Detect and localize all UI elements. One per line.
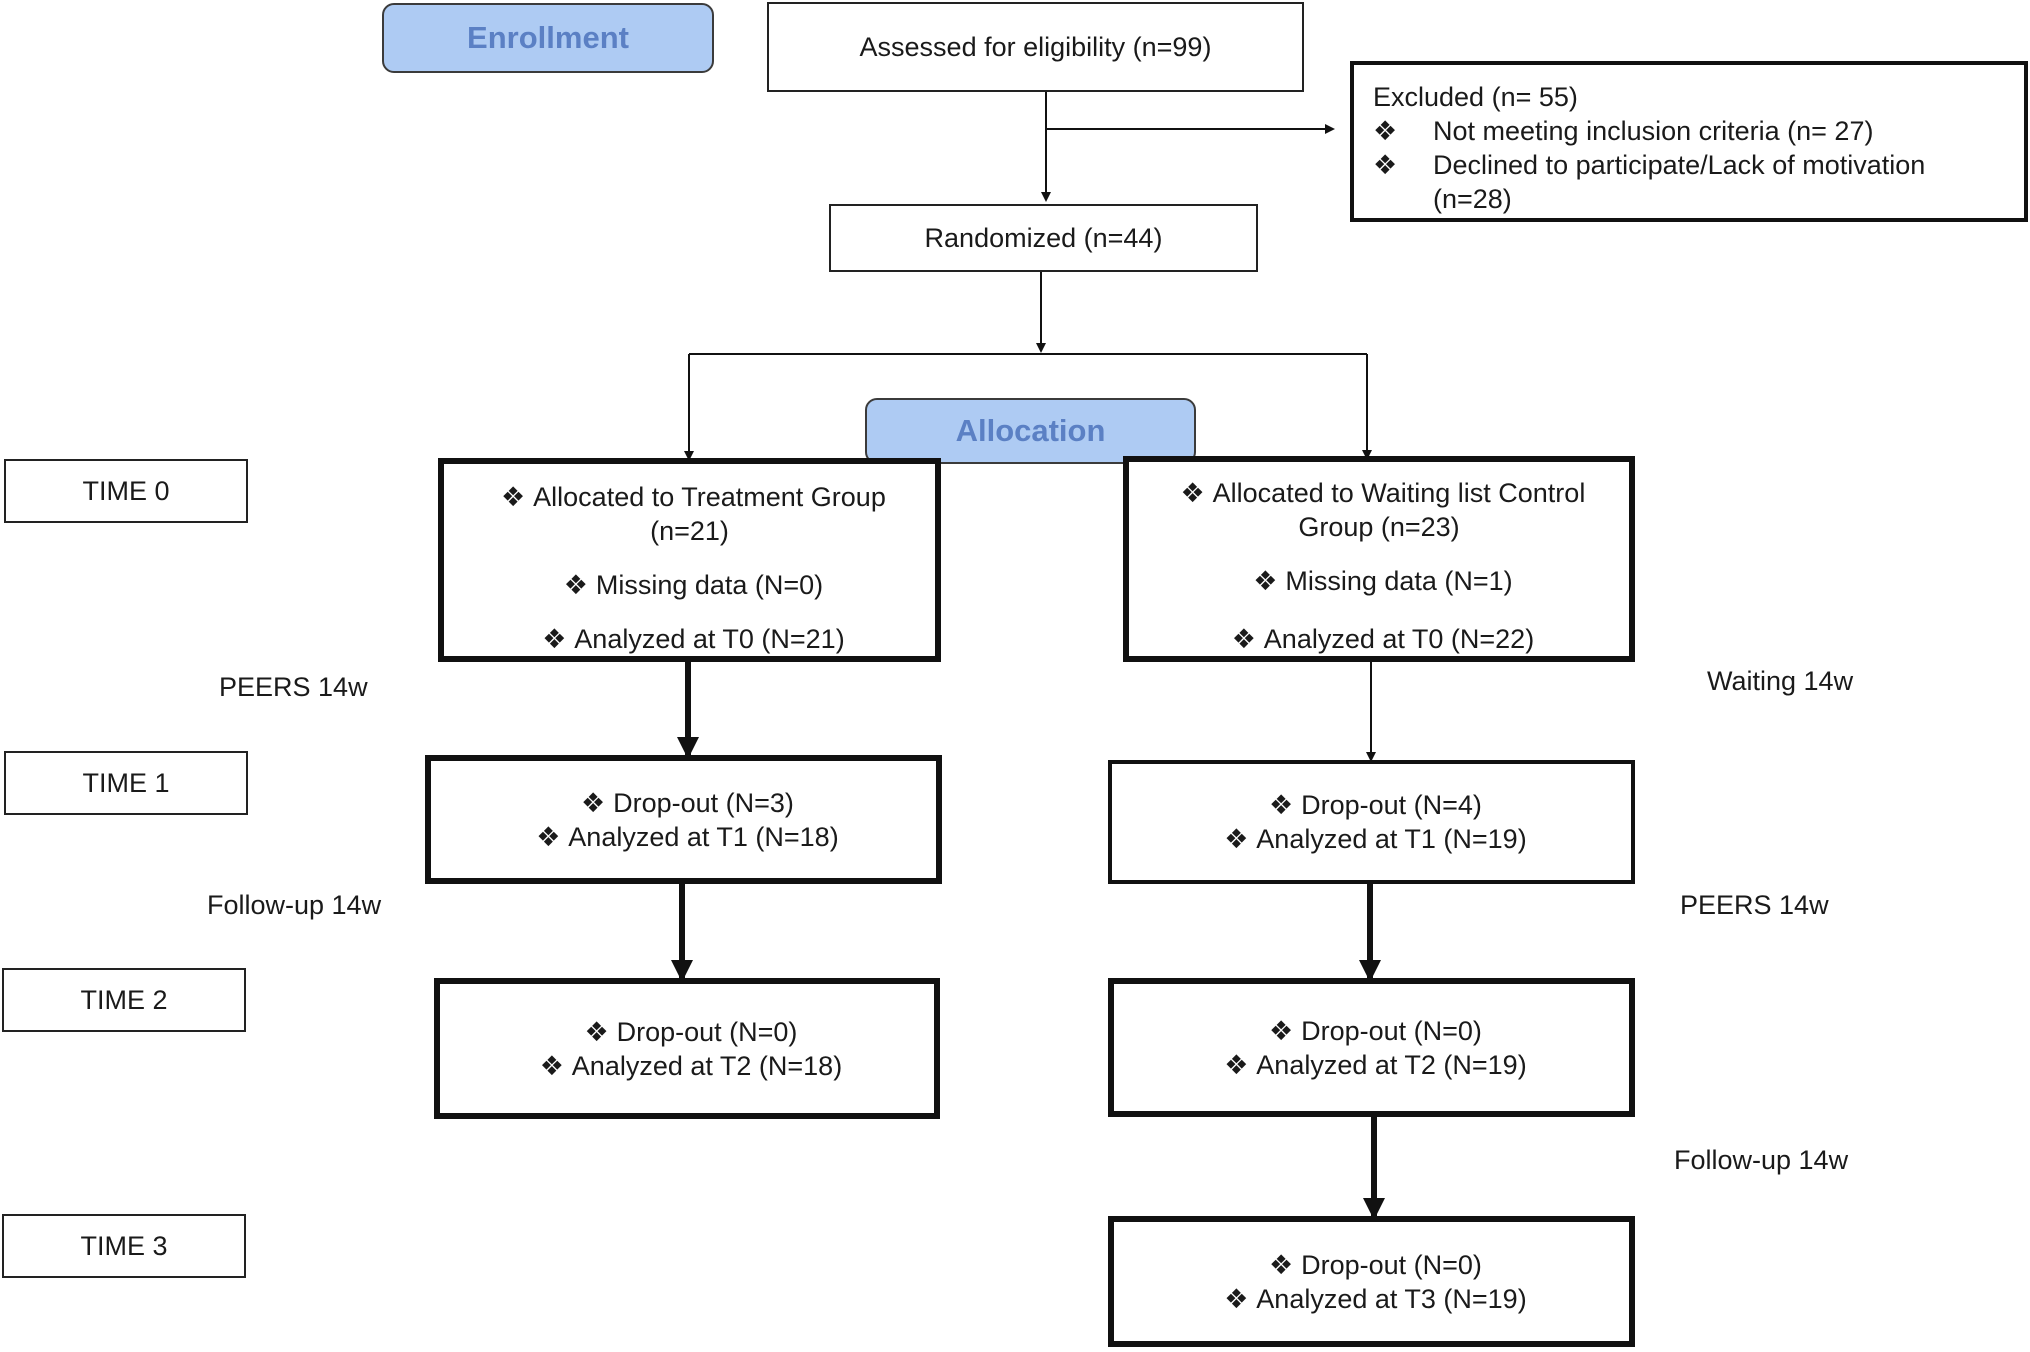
bullet-icon: ❖ bbox=[1224, 824, 1249, 854]
excluded-reason-text: Not meeting inclusion criteria (n= 27) bbox=[1433, 116, 1874, 146]
control-analyzed-t1: ❖Analyzed at T1 (N=19) bbox=[1216, 822, 1527, 856]
control-analyzed-t3: ❖Analyzed at T3 (N=19) bbox=[1216, 1282, 1527, 1316]
control-t2-box: ❖Drop-out (N=0) ❖Analyzed at T2 (N=19) bbox=[1108, 978, 1635, 1117]
bullet-icon: ❖ bbox=[1373, 116, 1398, 146]
treatment-t1-box: ❖Drop-out (N=3) ❖Analyzed at T1 (N=18) bbox=[425, 755, 942, 884]
bullet-icon: ❖ bbox=[1268, 1249, 1294, 1280]
bullet-icon: ❖ bbox=[1268, 1015, 1294, 1046]
excluded-reason-text: Declined to participate/Lack of motivati… bbox=[1433, 150, 1926, 180]
treatment-analyzed-t2: ❖Analyzed at T2 (N=18) bbox=[532, 1049, 843, 1083]
allocation-label: Allocation bbox=[865, 398, 1196, 464]
phase-control-t2-t3: Follow-up 14w bbox=[1674, 1145, 1849, 1175]
control-dropout-t3: ❖Drop-out (N=0) bbox=[1261, 1248, 1482, 1282]
bullet-icon: ❖ bbox=[501, 482, 526, 512]
bullet-icon: ❖ bbox=[1253, 566, 1278, 596]
time-3-text: TIME 3 bbox=[80, 1231, 168, 1261]
control-t3-box: ❖Drop-out (N=0) ❖Analyzed at T3 (N=19) bbox=[1108, 1216, 1635, 1347]
excluded-box: Excluded (n= 55) ❖ Not meeting inclusion… bbox=[1350, 61, 2028, 222]
control-allocated-text: Allocated to Waiting list Control bbox=[1212, 478, 1586, 508]
bullet-icon: ❖ bbox=[1268, 790, 1294, 820]
treatment-dropout-t1: ❖Drop-out (N=3) bbox=[573, 786, 794, 820]
treatment-dropout-t2-text: Drop-out (N=0) bbox=[616, 1016, 798, 1047]
control-group-n: Group (n=23) bbox=[1298, 512, 1460, 542]
control-analyzed-t2: ❖Analyzed at T2 (N=19) bbox=[1216, 1048, 1527, 1082]
control-dropout-t1-text: Drop-out (N=4) bbox=[1301, 790, 1482, 820]
time-1-text: TIME 1 bbox=[82, 768, 170, 798]
bullet-icon: ❖ bbox=[584, 1016, 609, 1047]
phase-control-t1-t2: PEERS 14w bbox=[1680, 890, 1829, 920]
enrollment-text: Enrollment bbox=[467, 20, 629, 55]
control-analyzed-t2-text: Analyzed at T2 (N=19) bbox=[1256, 1049, 1527, 1080]
bullet-icon: ❖ bbox=[1180, 478, 1205, 508]
treatment-analyzed-t0-text: Analyzed at T0 (N=21) bbox=[574, 624, 845, 654]
bullet-icon: ❖ bbox=[536, 821, 561, 852]
treatment-dropout-t1-text: Drop-out (N=3) bbox=[613, 787, 794, 818]
bullet-icon: ❖ bbox=[1224, 1049, 1249, 1080]
treatment-analyzed-t1-text: Analyzed at T1 (N=18) bbox=[568, 821, 839, 852]
split-line bbox=[684, 353, 1372, 461]
assessed-text: Assessed for eligibility (n=99) bbox=[859, 32, 1212, 62]
bullet-icon: ❖ bbox=[563, 570, 588, 600]
time-0-label: TIME 0 bbox=[4, 459, 248, 523]
treatment-analyzed-t1: ❖Analyzed at T1 (N=18) bbox=[528, 820, 839, 854]
control-dropout-t3-text: Drop-out (N=0) bbox=[1301, 1249, 1482, 1280]
bullet-icon: ❖ bbox=[1373, 150, 1398, 180]
treatment-n: (n=21) bbox=[650, 516, 729, 546]
control-t1-box: ❖Drop-out (N=4) ❖Analyzed at T1 (N=19) bbox=[1108, 760, 1635, 884]
treatment-analyzed-t2-text: Analyzed at T2 (N=18) bbox=[571, 1050, 843, 1081]
excluded-reason: ❖ Declined to participate/Lack of motiva… bbox=[1373, 148, 2024, 182]
control-analyzed-t0: ❖Analyzed at T0 (N=22) bbox=[1129, 622, 1629, 656]
bullet-icon: ❖ bbox=[542, 624, 567, 654]
assessed-box: Assessed for eligibility (n=99) bbox=[767, 2, 1304, 92]
randomized-box: Randomized (n=44) bbox=[829, 204, 1258, 272]
bullet-icon: ❖ bbox=[1231, 624, 1256, 654]
control-allocated: ❖Allocated to Waiting list Control bbox=[1129, 476, 1629, 510]
phase-treatment-t0-t1: PEERS 14w bbox=[219, 672, 368, 702]
bullet-icon: ❖ bbox=[580, 787, 606, 818]
excluded-reason-text: (n=28) bbox=[1433, 184, 1512, 214]
phase-treatment-t1-t2: Follow-up 14w bbox=[207, 890, 382, 920]
treatment-allocated-text: Allocated to Treatment Group bbox=[533, 482, 886, 512]
excluded-title: Excluded (n= 55) bbox=[1373, 82, 1578, 112]
time-0-text: TIME 0 bbox=[82, 476, 170, 506]
treatment-analyzed-t0: ❖Analyzed at T0 (N=21) bbox=[444, 622, 935, 656]
treatment-dropout-t2: ❖Drop-out (N=0) bbox=[577, 1015, 798, 1049]
excluded-reason: ❖ Not meeting inclusion criteria (n= 27) bbox=[1373, 114, 2024, 148]
time-2-label: TIME 2 bbox=[2, 968, 246, 1032]
bullet-icon: ❖ bbox=[1224, 1283, 1249, 1314]
time-3-label: TIME 3 bbox=[2, 1214, 246, 1278]
treatment-missing: ❖Missing data (N=0) bbox=[444, 568, 935, 602]
control-missing-text: Missing data (N=1) bbox=[1285, 566, 1513, 596]
time-1-label: TIME 1 bbox=[4, 751, 248, 815]
treatment-allocated: ❖Allocated to Treatment Group bbox=[444, 480, 935, 514]
excluded-reason-continued: (n=28) bbox=[1373, 182, 2024, 216]
control-dropout-t2-text: Drop-out (N=0) bbox=[1301, 1015, 1482, 1046]
treatment-t2-box: ❖Drop-out (N=0) ❖Analyzed at T2 (N=18) bbox=[434, 978, 940, 1119]
control-analyzed-t0-text: Analyzed at T0 (N=22) bbox=[1263, 624, 1535, 654]
control-dropout-t2: ❖Drop-out (N=0) bbox=[1261, 1014, 1482, 1048]
allocation-text: Allocation bbox=[955, 413, 1106, 448]
phase-control-t0-t1: Waiting 14w bbox=[1707, 666, 1854, 696]
control-analyzed-t3-text: Analyzed at T3 (N=19) bbox=[1256, 1283, 1527, 1314]
time-2-text: TIME 2 bbox=[80, 985, 168, 1015]
control-analyzed-t1-text: Analyzed at T1 (N=19) bbox=[1256, 824, 1527, 854]
treatment-missing-text: Missing data (N=0) bbox=[595, 570, 824, 600]
control-missing: ❖Missing data (N=1) bbox=[1129, 564, 1629, 598]
treatment-t0-box: ❖Allocated to Treatment Group (n=21) ❖Mi… bbox=[438, 458, 941, 662]
control-t0-box: ❖Allocated to Waiting list Control Group… bbox=[1123, 456, 1635, 662]
randomized-text: Randomized (n=44) bbox=[924, 223, 1163, 253]
enrollment-label: Enrollment bbox=[382, 3, 714, 73]
control-dropout-t1: ❖Drop-out (N=4) bbox=[1261, 788, 1482, 822]
bullet-icon: ❖ bbox=[539, 1050, 564, 1081]
